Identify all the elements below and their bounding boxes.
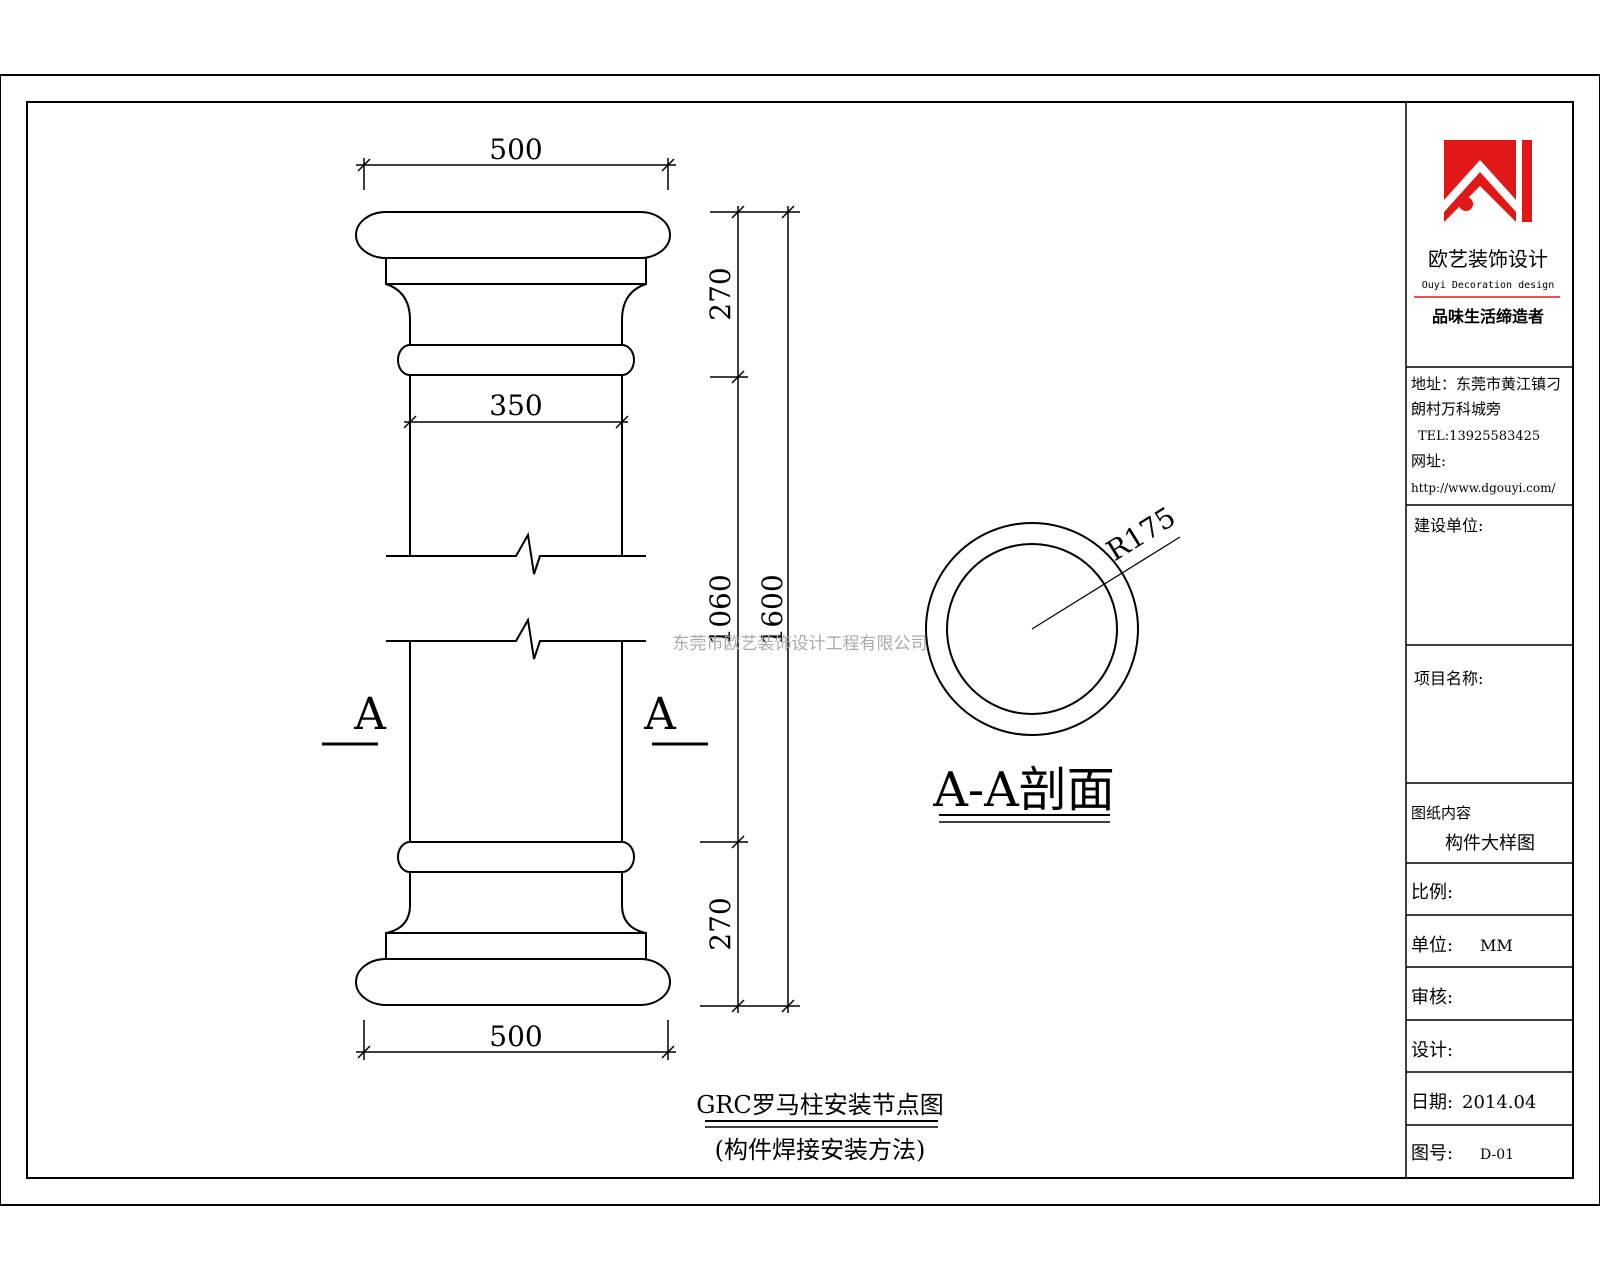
inner-ring [946, 543, 1118, 715]
section-view [925, 522, 1181, 823]
dim-base-height: 270 [704, 897, 737, 950]
telephone: TEL:13925583425 [1418, 429, 1540, 444]
section-mark-left: A [353, 689, 387, 740]
design-label: 设计: [1411, 1040, 1453, 1061]
top-plinth [385, 257, 647, 285]
content-label: 图纸内容 [1411, 804, 1471, 822]
dim-bottom-width: 500 [489, 1020, 542, 1053]
date-label: 日期: [1411, 1092, 1453, 1113]
outer-frame [0, 74, 1600, 1206]
column-elevation [355, 211, 671, 1006]
owner-label: 建设单位: [1414, 516, 1483, 535]
cap-cove-right [621, 283, 647, 345]
address-line-1: 地址：东莞市黄江镇刁 [1411, 375, 1561, 393]
unit-value: MM [1480, 936, 1513, 955]
address-line-2: 朗村万科城旁 [1411, 400, 1501, 418]
section-mark-right: A [643, 689, 677, 740]
section-title: A-A剖面 [932, 762, 1115, 818]
lower-astragal [397, 841, 635, 873]
review-label: 审核: [1411, 987, 1453, 1008]
drawing-caption: GRC罗马柱安装节点图 [696, 1091, 944, 1119]
break-line-lower [386, 617, 646, 660]
drawing-number-label: 图号: [1411, 1143, 1453, 1164]
date-value: 2014.04 [1462, 1092, 1536, 1113]
company-name-en: Ouyi Decoration design [1422, 280, 1554, 291]
dimension-lines [356, 158, 800, 1060]
drawing-number-value: D-01 [1480, 1147, 1514, 1163]
dim-radius: R175 [1101, 500, 1182, 567]
inner-frame [26, 101, 1574, 1179]
company-name: 欧艺装饰设计 [1428, 247, 1548, 271]
base-cove-left [385, 872, 411, 934]
website-url: http://www.dgouyi.com/ [1411, 481, 1556, 495]
company-logo [1444, 140, 1532, 222]
scale-label: 比例: [1411, 882, 1453, 903]
dim-shaft-height: 1060 [704, 574, 737, 645]
dim-cap-height: 270 [704, 267, 737, 320]
dim-total-height: 1600 [756, 574, 789, 645]
base-cove-right [621, 872, 647, 934]
company-slogan: 品味生活缔造者 [1432, 307, 1544, 326]
radius-leader [1031, 536, 1181, 630]
content-value: 构件大样图 [1445, 833, 1535, 854]
break-line-upper [386, 532, 646, 575]
watermark: 东莞市欧艺装饰设计工程有限公司 [673, 634, 928, 654]
bottom-torus [355, 958, 671, 1006]
unit-label: 单位: [1411, 935, 1453, 956]
cap-cove-left [385, 283, 411, 345]
dim-shaft-width: 350 [489, 389, 542, 422]
base-plinth [385, 932, 647, 960]
dim-top-width: 500 [489, 133, 542, 166]
outer-ring [925, 522, 1139, 736]
dimension-labels: 500 350 500 270 1060 270 1600 R175 [489, 133, 1181, 1053]
title-block [1405, 102, 1573, 1178]
title-block-text: 地址：东莞市黄江镇刁 朗村万科城旁 TEL:13925583425 网址: ht… [1411, 375, 1561, 1164]
drawing-subcaption: (构件焊接安装方法) [715, 1136, 926, 1164]
website-label: 网址: [1411, 452, 1446, 470]
upper-astragal [410, 344, 635, 376]
top-torus [355, 211, 671, 259]
project-label: 项目名称: [1414, 669, 1483, 688]
